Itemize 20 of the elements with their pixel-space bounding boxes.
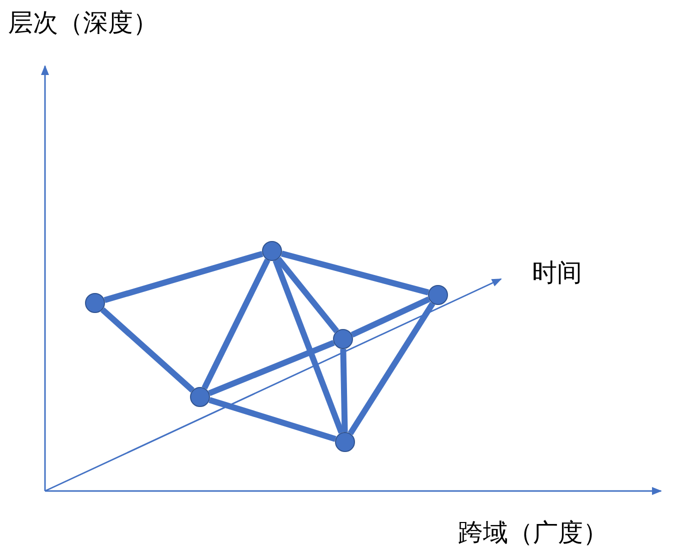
node-circle <box>190 387 210 407</box>
edge-line <box>272 259 344 434</box>
edge-line <box>104 250 264 304</box>
axis-label: 跨域（广度） <box>458 518 608 548</box>
edge-line <box>276 256 340 334</box>
edge-line <box>340 348 348 432</box>
axis-label: 时间 <box>532 258 582 288</box>
edge-line <box>280 250 430 296</box>
node-circle <box>85 293 105 313</box>
edge-line <box>348 302 436 436</box>
edge-line <box>208 340 335 396</box>
edge-line <box>202 258 270 390</box>
node-circle <box>333 329 353 349</box>
axis-label: 层次（深度） <box>8 8 158 38</box>
edge-line <box>350 296 430 338</box>
node-circle <box>428 285 448 305</box>
node-circle <box>262 241 282 261</box>
edge-line <box>100 307 195 393</box>
node-circle <box>335 432 355 452</box>
edge-line <box>208 397 336 442</box>
